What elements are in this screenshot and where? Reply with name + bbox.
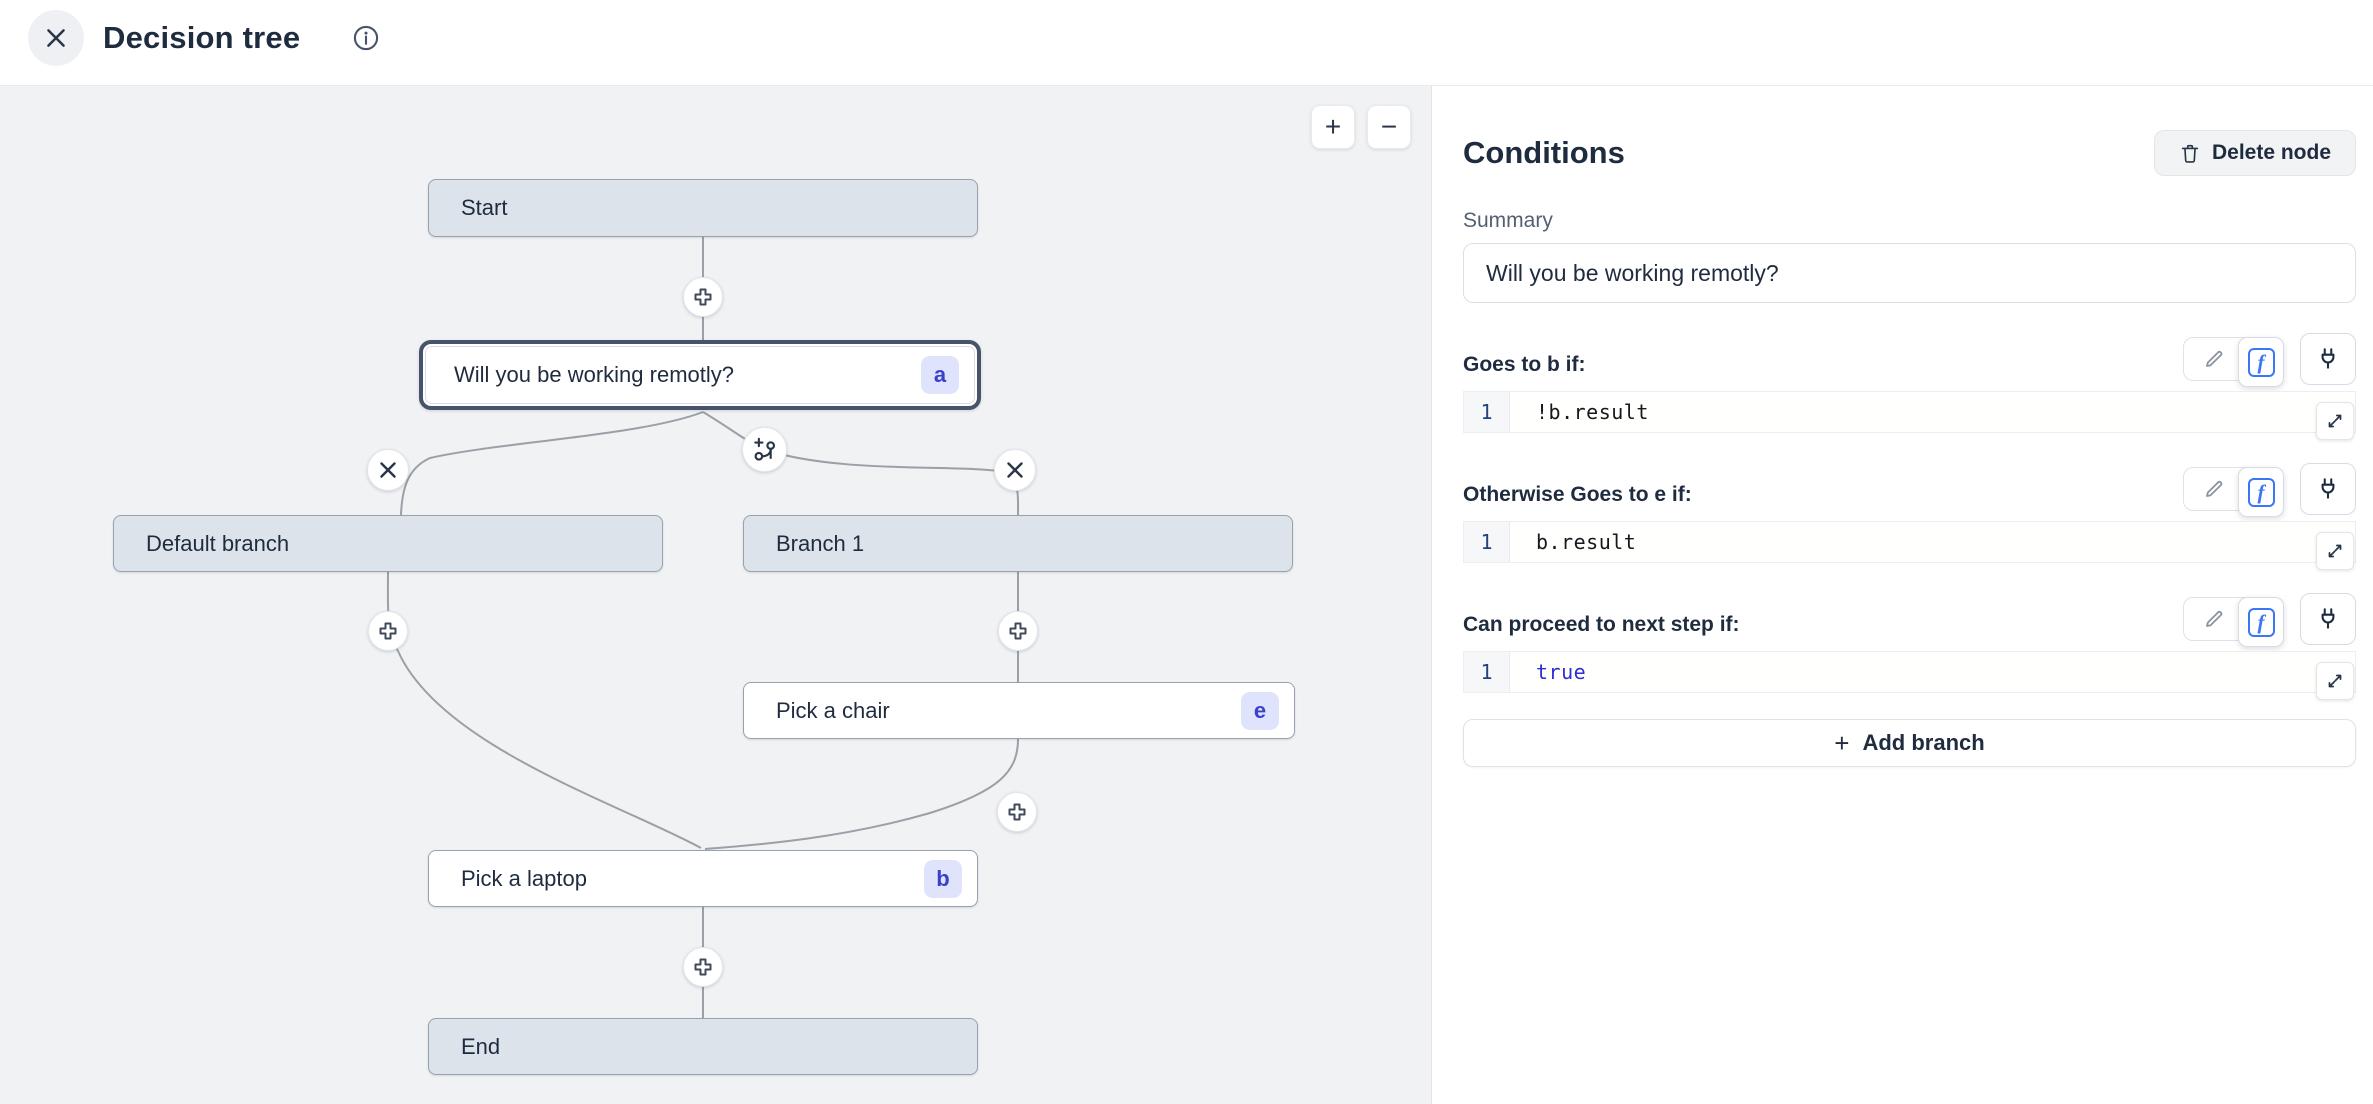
summary-value: Will you be working remotly?	[1486, 259, 1779, 286]
node-pick-chair[interactable]: Pick a chair e	[743, 682, 1295, 739]
pencil-icon	[2206, 480, 2223, 497]
condition-section: Can proceed to next step if: f	[1463, 593, 2356, 700]
decision-tree-canvas[interactable]: Start Will you be working remotly? a Def…	[0, 86, 1432, 1104]
plus-icon	[379, 622, 397, 640]
page-title: Decision tree	[103, 20, 301, 55]
condition-label: Otherwise Goes to e if:	[1463, 483, 1692, 506]
expand-icon	[2328, 414, 2342, 428]
zoom-in-button[interactable]: +	[1311, 105, 1355, 149]
line-number: 1	[1464, 392, 1510, 432]
code-editor[interactable]: 1 b.result	[1463, 521, 2356, 570]
node-label: Pick a chair	[776, 697, 890, 723]
remove-branch-button[interactable]	[367, 449, 409, 491]
node-label: Pick a laptop	[461, 865, 587, 891]
node-question-selected[interactable]: Will you be working remotly? a	[419, 340, 981, 410]
node-pick-laptop[interactable]: Pick a laptop b	[428, 850, 978, 907]
panel-header: Conditions Delete node	[1463, 130, 2356, 176]
delete-node-label: Delete node	[2211, 141, 2331, 164]
plug-button[interactable]	[2300, 333, 2356, 385]
node-badge: b	[924, 859, 962, 898]
expand-editor-button[interactable]	[2316, 662, 2354, 700]
code-editor[interactable]: 1 true	[1463, 651, 2356, 700]
node-label: Will you be working remotly?	[454, 362, 734, 387]
plug-icon	[2321, 478, 2335, 499]
panel-title: Conditions	[1463, 135, 1625, 170]
close-button[interactable]	[28, 10, 84, 66]
code-value: true	[1536, 660, 1587, 684]
node-label: Default branch	[146, 530, 290, 556]
pencil-icon	[2206, 350, 2223, 367]
zoom-out-button[interactable]: −	[1367, 105, 1411, 149]
conditions-panel: Conditions Delete node Summary Will you …	[1432, 86, 2373, 1104]
x-icon	[380, 462, 396, 478]
fx-icon: f	[2247, 477, 2275, 507]
text-mode-button[interactable]	[2190, 598, 2238, 640]
editor-mode-toggle: f	[2183, 467, 2284, 517]
expand-editor-button[interactable]	[2316, 532, 2354, 570]
node-branch-1[interactable]: Branch 1	[743, 515, 1293, 572]
node-end[interactable]: End	[428, 1018, 978, 1075]
plug-button[interactable]	[2300, 593, 2356, 645]
line-number: 1	[1464, 652, 1510, 692]
expand-editor-button[interactable]	[2316, 402, 2354, 440]
node-label: Start	[461, 195, 508, 220]
node-badge: a	[921, 356, 959, 394]
remove-branch-button[interactable]	[994, 449, 1036, 491]
add-branch-button[interactable]: + Add branch	[1463, 719, 2356, 767]
add-node-button[interactable]	[683, 947, 723, 987]
condition-section: Goes to b if: f	[1463, 333, 2356, 440]
plus-icon	[694, 958, 712, 976]
summary-input[interactable]: Will you be working remotly?	[1463, 243, 2356, 303]
node-label: End	[461, 1033, 501, 1059]
condition-section: Otherwise Goes to e if: f	[1463, 463, 2356, 570]
text-mode-button[interactable]	[2190, 338, 2238, 380]
condition-label: Can proceed to next step if:	[1463, 613, 1740, 636]
close-icon	[47, 29, 65, 47]
plug-button[interactable]	[2300, 463, 2356, 515]
add-branch-label: Add branch	[1862, 730, 1985, 755]
editor-mode-toggle: f	[2183, 597, 2284, 647]
add-node-button[interactable]	[997, 792, 1037, 832]
x-icon	[1007, 462, 1023, 478]
branch-plus-icon	[754, 437, 776, 461]
edge-chair-laptop	[704, 738, 1019, 850]
info-icon[interactable]	[352, 24, 380, 57]
plus-icon: +	[1834, 727, 1850, 758]
text-mode-button[interactable]	[2190, 468, 2238, 510]
fx-icon: f	[2247, 607, 2275, 637]
fx-mode-button[interactable]: f	[2238, 597, 2284, 647]
code-value: !b.result	[1536, 400, 1649, 424]
expand-icon	[2328, 674, 2342, 688]
code-editor[interactable]: 1 !b.result	[1463, 391, 2356, 440]
plus-icon	[1009, 622, 1027, 640]
node-label: Branch 1	[776, 530, 865, 556]
editor-mode-toggle: f	[2183, 337, 2284, 387]
delete-node-button[interactable]: Delete node	[2153, 130, 2356, 176]
condition-label: Goes to b if:	[1463, 353, 1586, 376]
pencil-icon	[2206, 610, 2223, 627]
add-node-button[interactable]	[998, 611, 1038, 651]
top-bar: Decision tree	[0, 0, 2373, 86]
fx-mode-button[interactable]: f	[2238, 337, 2284, 387]
fx-icon: f	[2247, 347, 2275, 377]
node-badge: e	[1241, 691, 1279, 730]
zoom-controls: + −	[1311, 105, 1411, 149]
edge-default-laptop	[386, 571, 702, 849]
line-number: 1	[1464, 522, 1510, 562]
node-start[interactable]: Start	[428, 179, 978, 237]
edge-question-default	[400, 411, 704, 516]
plus-icon	[694, 288, 712, 306]
fx-mode-button[interactable]: f	[2238, 467, 2284, 517]
plug-icon	[2321, 608, 2335, 629]
add-node-button[interactable]	[368, 611, 408, 651]
add-node-button[interactable]	[683, 277, 723, 317]
node-default-branch[interactable]: Default branch	[113, 515, 663, 572]
plug-icon	[2321, 348, 2335, 369]
trash-icon	[2181, 144, 2199, 163]
expand-icon	[2328, 544, 2342, 558]
plus-icon	[1008, 803, 1026, 821]
summary-label: Summary	[1463, 209, 1553, 232]
add-branch-node-button[interactable]	[742, 427, 787, 472]
code-value: b.result	[1536, 530, 1637, 554]
